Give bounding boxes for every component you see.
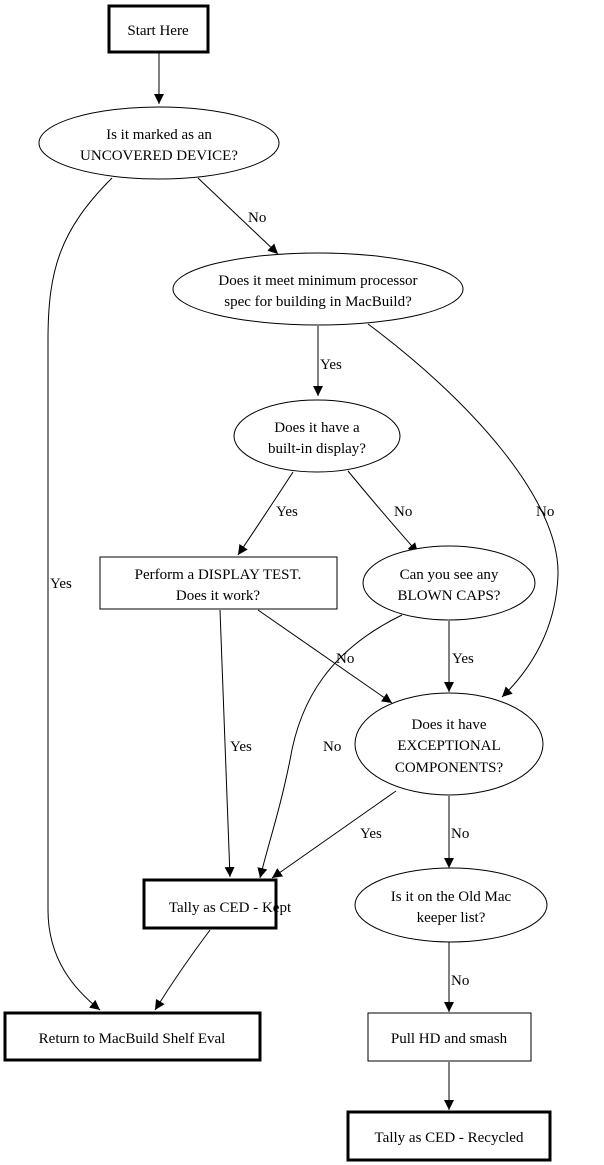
node-kept[interactable]: Tally as CED - Kept — [142, 878, 292, 930]
edge-caps-kept — [257, 614, 403, 879]
node-display-text-1: Does it have a — [274, 420, 360, 436]
node-pull-hd-text: Pull HD and smash — [391, 1031, 508, 1047]
node-display-text-2: built-in display? — [268, 441, 366, 457]
node-display-test-text-1: Perform a DISPLAY TEST. — [135, 567, 302, 583]
label-exceptional-keeper: No — [451, 826, 469, 842]
node-display[interactable]: Does it have a built-in display? — [233, 399, 401, 473]
node-exceptional[interactable]: Does it have EXCEPTIONAL COMPONENTS? — [354, 692, 544, 796]
node-processor-text-1: Does it meet minimum processor — [218, 273, 417, 289]
node-start-text: Start Here — [127, 23, 189, 39]
label-processor-display: Yes — [320, 357, 342, 373]
node-uncovered-text-2: UNCOVERED DEVICE? — [80, 148, 238, 164]
label-test-exceptional: No — [336, 651, 354, 667]
node-start[interactable]: Start Here — [107, 4, 210, 54]
node-keeper-list[interactable]: Is it on the Old Mac keeper list? — [354, 867, 548, 943]
node-processor[interactable]: Does it meet minimum processor spec for … — [172, 252, 464, 326]
node-processor-text-2: spec for building in MacBuild? — [224, 294, 412, 310]
label-exceptional-kept: Yes — [360, 826, 382, 842]
node-display-test-text-2: Does it work? — [176, 588, 260, 604]
edge-test-exceptional — [257, 609, 393, 704]
label-uncovered-return: Yes — [50, 576, 72, 592]
edge-uncovered-processor — [197, 177, 279, 255]
node-exceptional-text-1: Does it have — [412, 717, 487, 733]
node-pull-hd[interactable]: Pull HD and smash — [367, 1012, 532, 1062]
label-caps-exceptional: Yes — [452, 651, 474, 667]
node-keeper-list-text-2: keeper list? — [417, 910, 486, 926]
node-blown-caps-text-2: BLOWN CAPS? — [398, 588, 501, 604]
node-return-shelf-text: Return to MacBuild Shelf Eval — [39, 1031, 226, 1047]
label-keeper-pull: No — [451, 973, 469, 989]
label-caps-kept: No — [323, 739, 341, 755]
edge-display-test — [237, 471, 294, 556]
label-processor-exceptional: No — [536, 504, 554, 520]
label-display-caps: No — [394, 504, 412, 520]
edges — [47, 53, 559, 1110]
node-uncovered-text-1: Is it marked as an — [106, 127, 212, 143]
node-kept-text: Tally as CED - Kept — [169, 900, 292, 916]
edge-kept-return — [154, 929, 211, 1011]
node-uncovered[interactable]: Is it marked as an UNCOVERED DEVICE? — [38, 106, 280, 180]
edge-test-kept — [219, 609, 235, 878]
node-exceptional-text-2: EXCEPTIONAL — [397, 738, 500, 754]
edge-uncovered-return — [47, 177, 113, 1011]
edge-processor-exceptional — [367, 323, 559, 698]
edge-exceptional-kept — [271, 790, 397, 879]
node-exceptional-text-3: COMPONENTS? — [395, 760, 504, 776]
edge-display-caps — [347, 470, 419, 554]
node-return-shelf[interactable]: Return to MacBuild Shelf Eval — [3, 1011, 262, 1062]
label-test-kept: Yes — [230, 739, 252, 755]
node-display-test[interactable]: Perform a DISPLAY TEST. Does it work? — [99, 556, 338, 610]
label-uncovered-processor: No — [248, 210, 266, 226]
node-recycled[interactable]: Tally as CED - Recycled — [346, 1110, 552, 1162]
edge-labels: No Yes Yes No Yes No Yes No Yes No Yes N… — [50, 210, 554, 989]
node-blown-caps[interactable]: Can you see any BLOWN CAPS? — [362, 545, 536, 621]
node-blown-caps-text-1: Can you see any — [400, 567, 499, 583]
node-recycled-text: Tally as CED - Recycled — [375, 1130, 524, 1146]
label-display-test: Yes — [276, 504, 298, 520]
node-keeper-list-text-1: Is it on the Old Mac — [391, 889, 512, 905]
